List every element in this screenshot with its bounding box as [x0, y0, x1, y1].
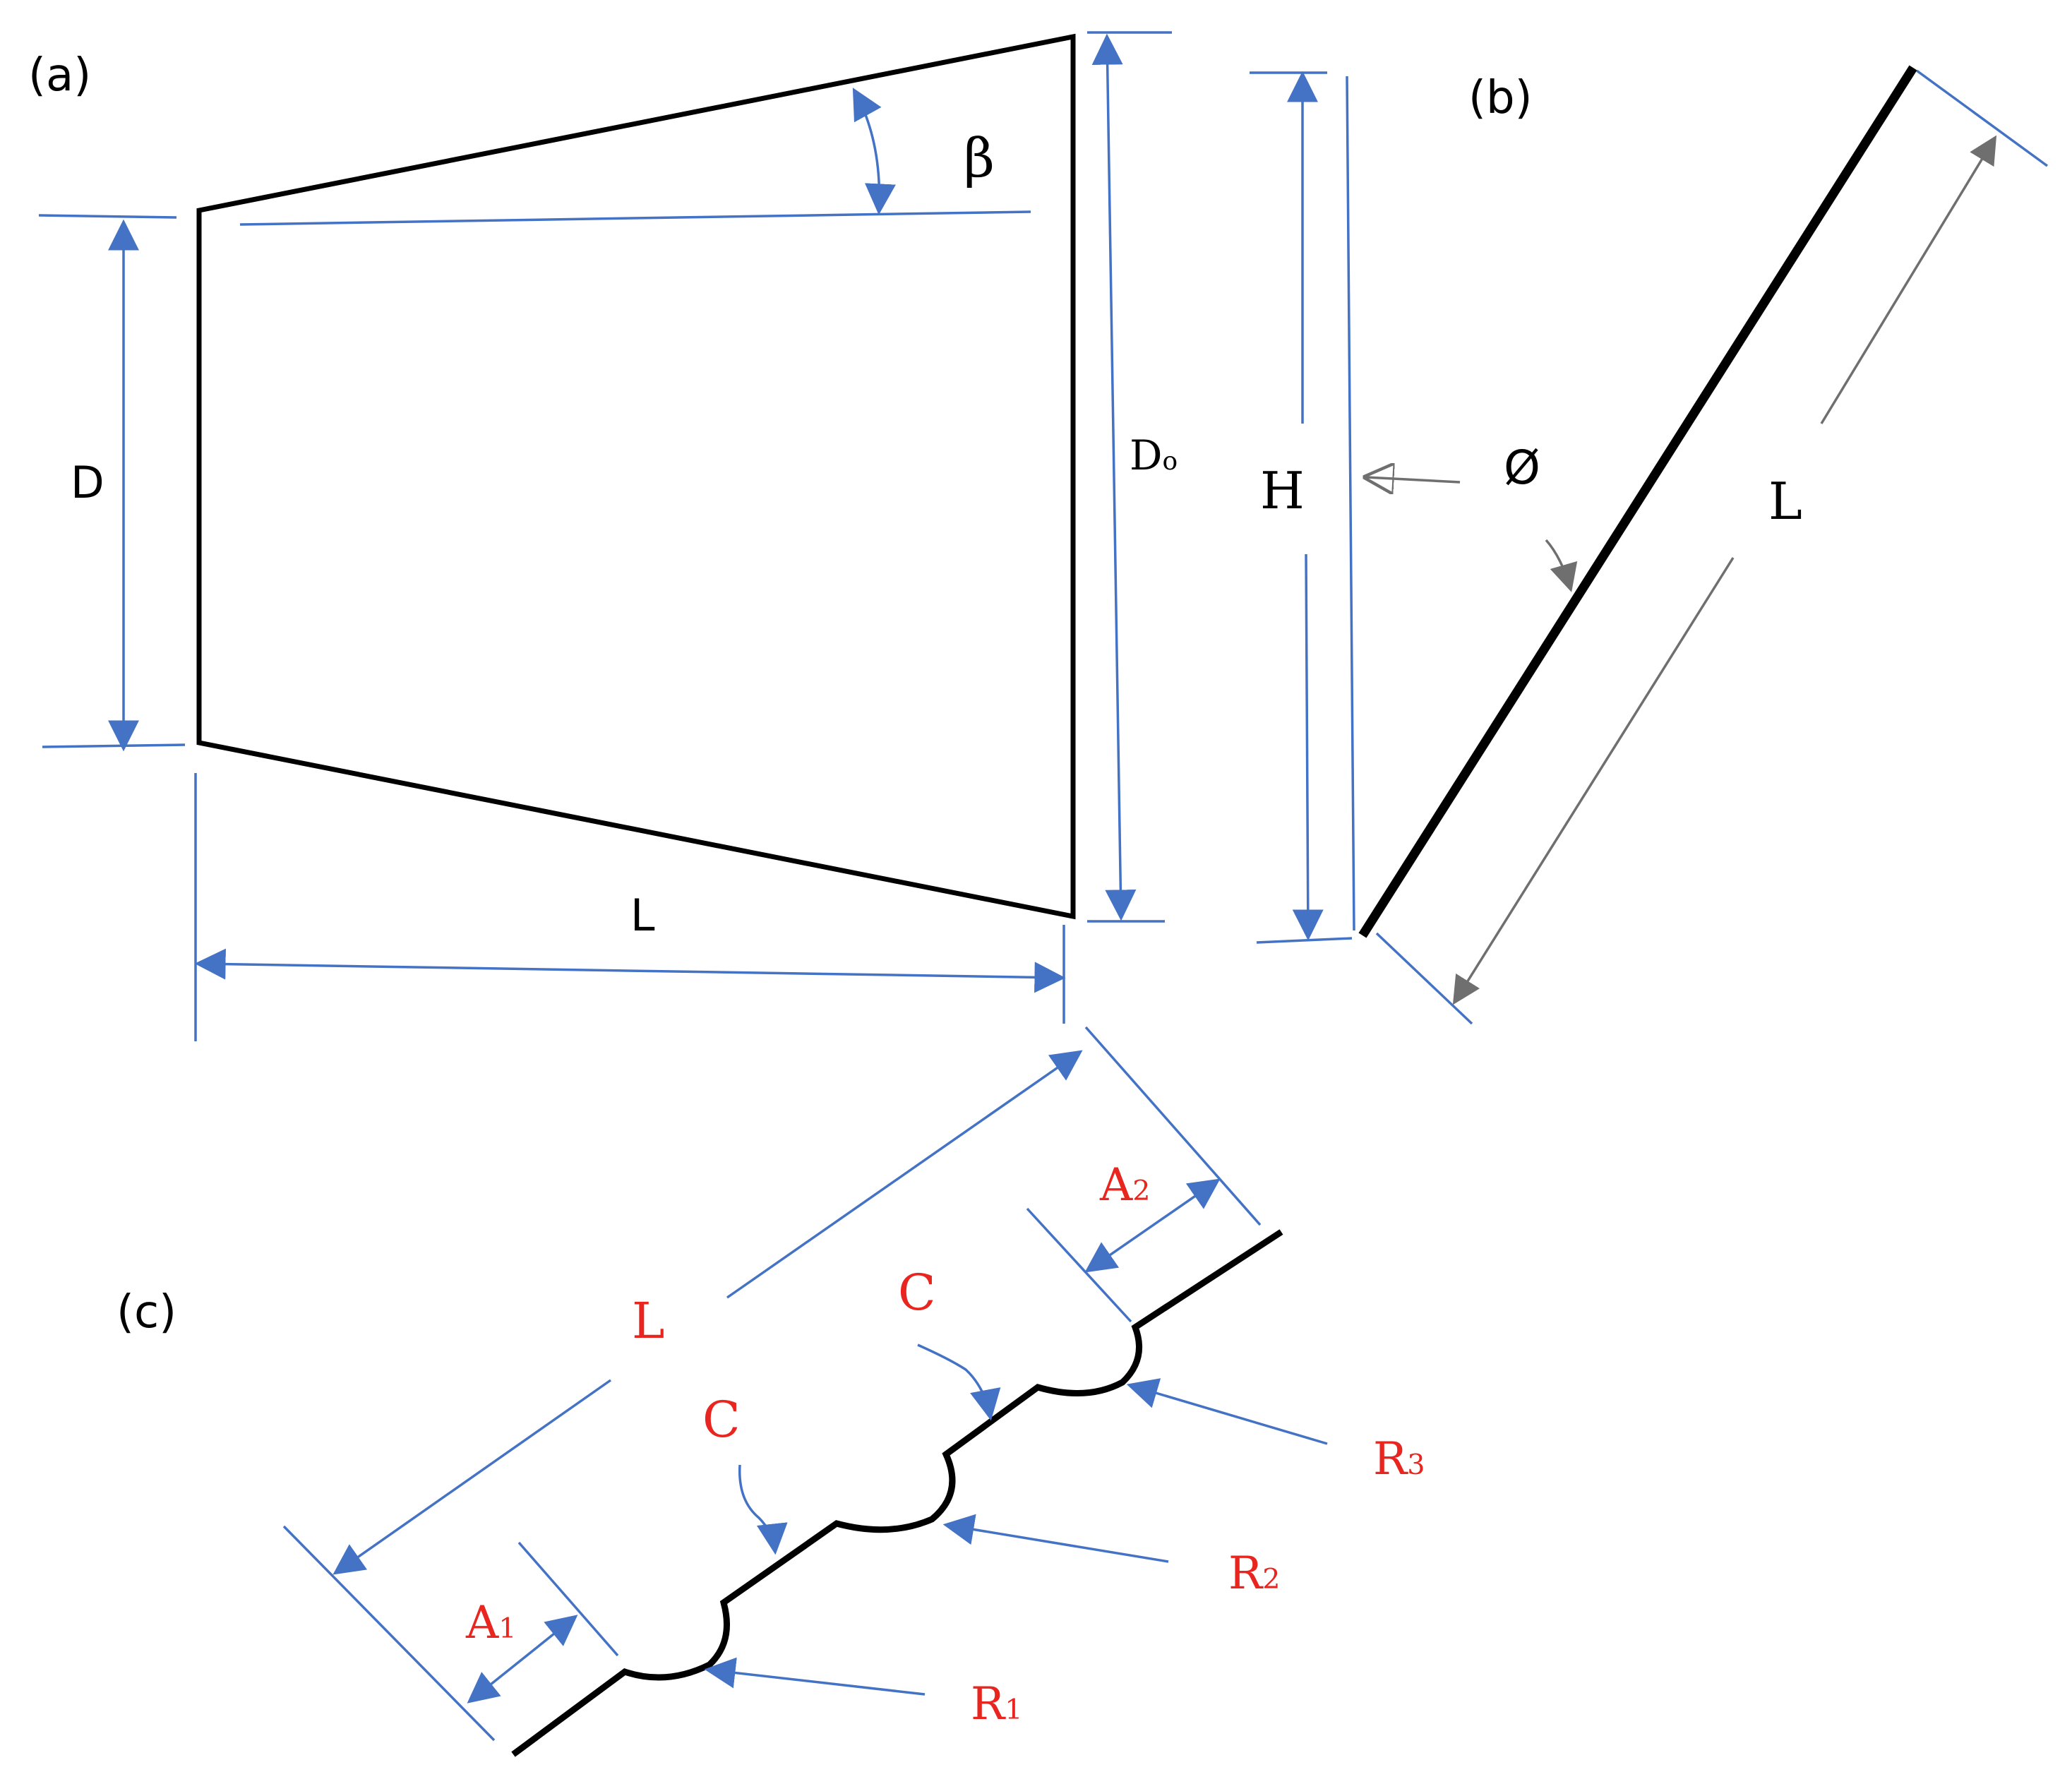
beta-reference-line — [239, 210, 1031, 226]
l-arrow-lower-c — [333, 1379, 612, 1575]
h-vertical-reference — [1346, 76, 1355, 931]
l-arrow-lower-b — [1452, 557, 1735, 1005]
c-pointer-lower — [738, 1464, 788, 1555]
panel-c: (c) L A1 A2 C C R1 R2 R3 — [116, 1026, 1425, 1757]
a1-label: A1 — [465, 1597, 516, 1649]
beta-angle-arc — [852, 88, 896, 215]
r3-pointer — [1126, 1378, 1328, 1445]
l-dimension-arrow — [194, 948, 1066, 993]
a1-extension — [517, 1541, 619, 1657]
r1-pointer — [704, 1657, 926, 1696]
phi-label: Ø — [1504, 441, 1540, 495]
panel-a-label: (a) — [28, 49, 91, 102]
r2-label: R2 — [1228, 1547, 1280, 1600]
stepped-profile — [511, 1229, 1283, 1757]
beta-label: β — [964, 126, 995, 189]
h-label: H — [1260, 461, 1305, 520]
l-label-c: L — [632, 1292, 664, 1350]
l-extension-bottom-b — [1375, 932, 1473, 1025]
c-pointer-upper — [917, 1343, 1001, 1421]
c-label-upper: C — [898, 1264, 936, 1322]
d-extension-bottom — [42, 743, 186, 748]
r3-label: R3 — [1373, 1433, 1425, 1485]
panel-c-label: (c) — [116, 1286, 176, 1339]
do-label: Do — [1130, 431, 1178, 479]
l-arrow-upper-b — [1820, 135, 1997, 424]
l-label-a: L — [630, 890, 655, 941]
h-extension-bottom — [1256, 937, 1353, 944]
inclined-plate — [1358, 65, 1917, 938]
l-extension-top-b — [1915, 69, 2049, 167]
l-arrow-upper-c — [726, 1050, 1083, 1299]
phi-pointer-vertical — [1366, 477, 1461, 482]
panel-b-label: (b) — [1468, 72, 1533, 124]
l-label-b: L — [1768, 472, 1802, 531]
do-dimension-arrow — [1091, 33, 1137, 921]
panel-b: (b) H Ø L — [1250, 65, 2049, 1025]
r2-pointer — [942, 1514, 1169, 1563]
d-extension-top — [38, 214, 177, 219]
conical-section-outline — [196, 33, 1076, 920]
phi-pointer-plate — [1545, 539, 1578, 592]
a1-arrow — [467, 1615, 578, 1704]
d-label: D — [71, 457, 104, 508]
a2-label: A2 — [1099, 1159, 1150, 1211]
r1-label: R1 — [971, 1678, 1022, 1730]
panel-a: (a) β D Do L — [28, 31, 1178, 1041]
l-extension-left-c — [282, 1525, 496, 1742]
a2-extension — [1026, 1207, 1132, 1323]
c-label-lower: C — [702, 1391, 741, 1449]
a2-arrow — [1084, 1178, 1221, 1273]
h-arrow-lower — [1292, 553, 1324, 941]
l-extension-right-c — [1084, 1026, 1262, 1226]
